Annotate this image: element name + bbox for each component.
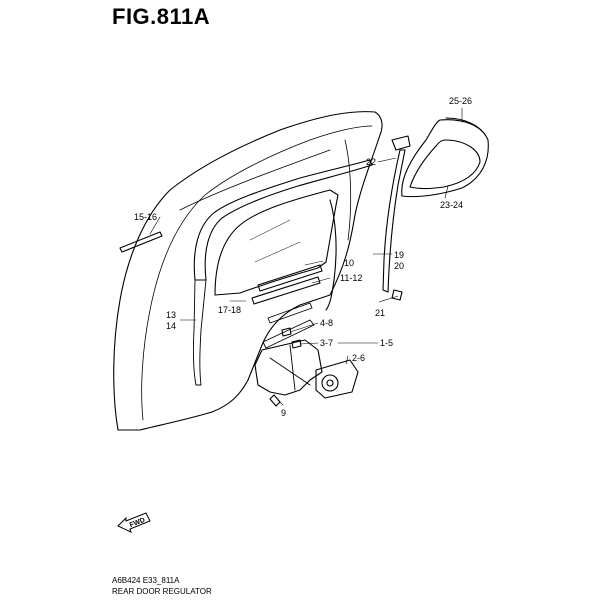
door-frame-strip: [325, 199, 337, 311]
inner-weatherstrip: [267, 302, 313, 324]
figure-title: FIG.811A: [112, 4, 211, 29]
door-panel: [113, 111, 383, 431]
window-run-channel-lower: [192, 279, 207, 386]
callout-10: 10: [344, 258, 354, 268]
regulator-rail: [262, 319, 315, 349]
bolt-4-8: [281, 327, 292, 337]
callout-4-8: 4-8: [320, 318, 333, 328]
window-run-channel: [193, 159, 373, 281]
regulator-motor-gear: [321, 374, 339, 392]
callout-17-18: 17-18: [218, 305, 241, 315]
fwd-arrow-icon: FWD: [117, 512, 151, 533]
callout-19: 19: [394, 250, 404, 260]
rear-channel-19-20: [382, 149, 406, 293]
door-panel-inner-edge: [141, 125, 373, 421]
callout-2-6: 2-6: [352, 353, 365, 363]
figure-caption: REAR DOOR REGULATOR: [112, 587, 212, 596]
bolt-9: [269, 394, 281, 407]
callout-23-24: 23-24: [440, 200, 463, 210]
callout-1-5: 1-5: [380, 338, 393, 348]
callout-21: 21: [375, 308, 385, 318]
rear-channel-bracket: [391, 135, 411, 151]
regulator-motor-gear-inner: [326, 379, 334, 387]
callout-22: 22: [366, 157, 376, 167]
door-beltline: [179, 149, 331, 211]
bolt-3-7: [291, 339, 302, 349]
quarter-frame-25-26: [401, 119, 489, 198]
figure-code: A6B424 E33_811A: [112, 576, 180, 585]
callout-9: 9: [281, 408, 286, 418]
outer-weatherstrip-11: [251, 276, 321, 305]
callout-11-12: 11-12: [340, 273, 362, 283]
callout-25-26: 25-26: [449, 96, 472, 106]
quarter-frame-seal: [445, 117, 487, 137]
garnish-15-16: [119, 231, 163, 253]
regulator-motor: [315, 359, 359, 399]
callout-3-7: 3-7: [320, 338, 333, 348]
bolt-21: [391, 289, 403, 301]
callout-14: 14: [166, 321, 176, 331]
regulator-plate: [254, 339, 323, 396]
regulator-arm: [269, 344, 311, 391]
callout-15-16: 15-16: [134, 212, 157, 222]
door-glass: [214, 189, 339, 296]
door-frame-strip-2: [344, 139, 352, 241]
outer-weatherstrip-10: [257, 264, 323, 292]
callout-20: 20: [394, 261, 404, 271]
door-glass-reflection: [249, 219, 301, 263]
callout-13: 13: [166, 310, 176, 320]
quarter-glass-23-24: [409, 139, 481, 190]
